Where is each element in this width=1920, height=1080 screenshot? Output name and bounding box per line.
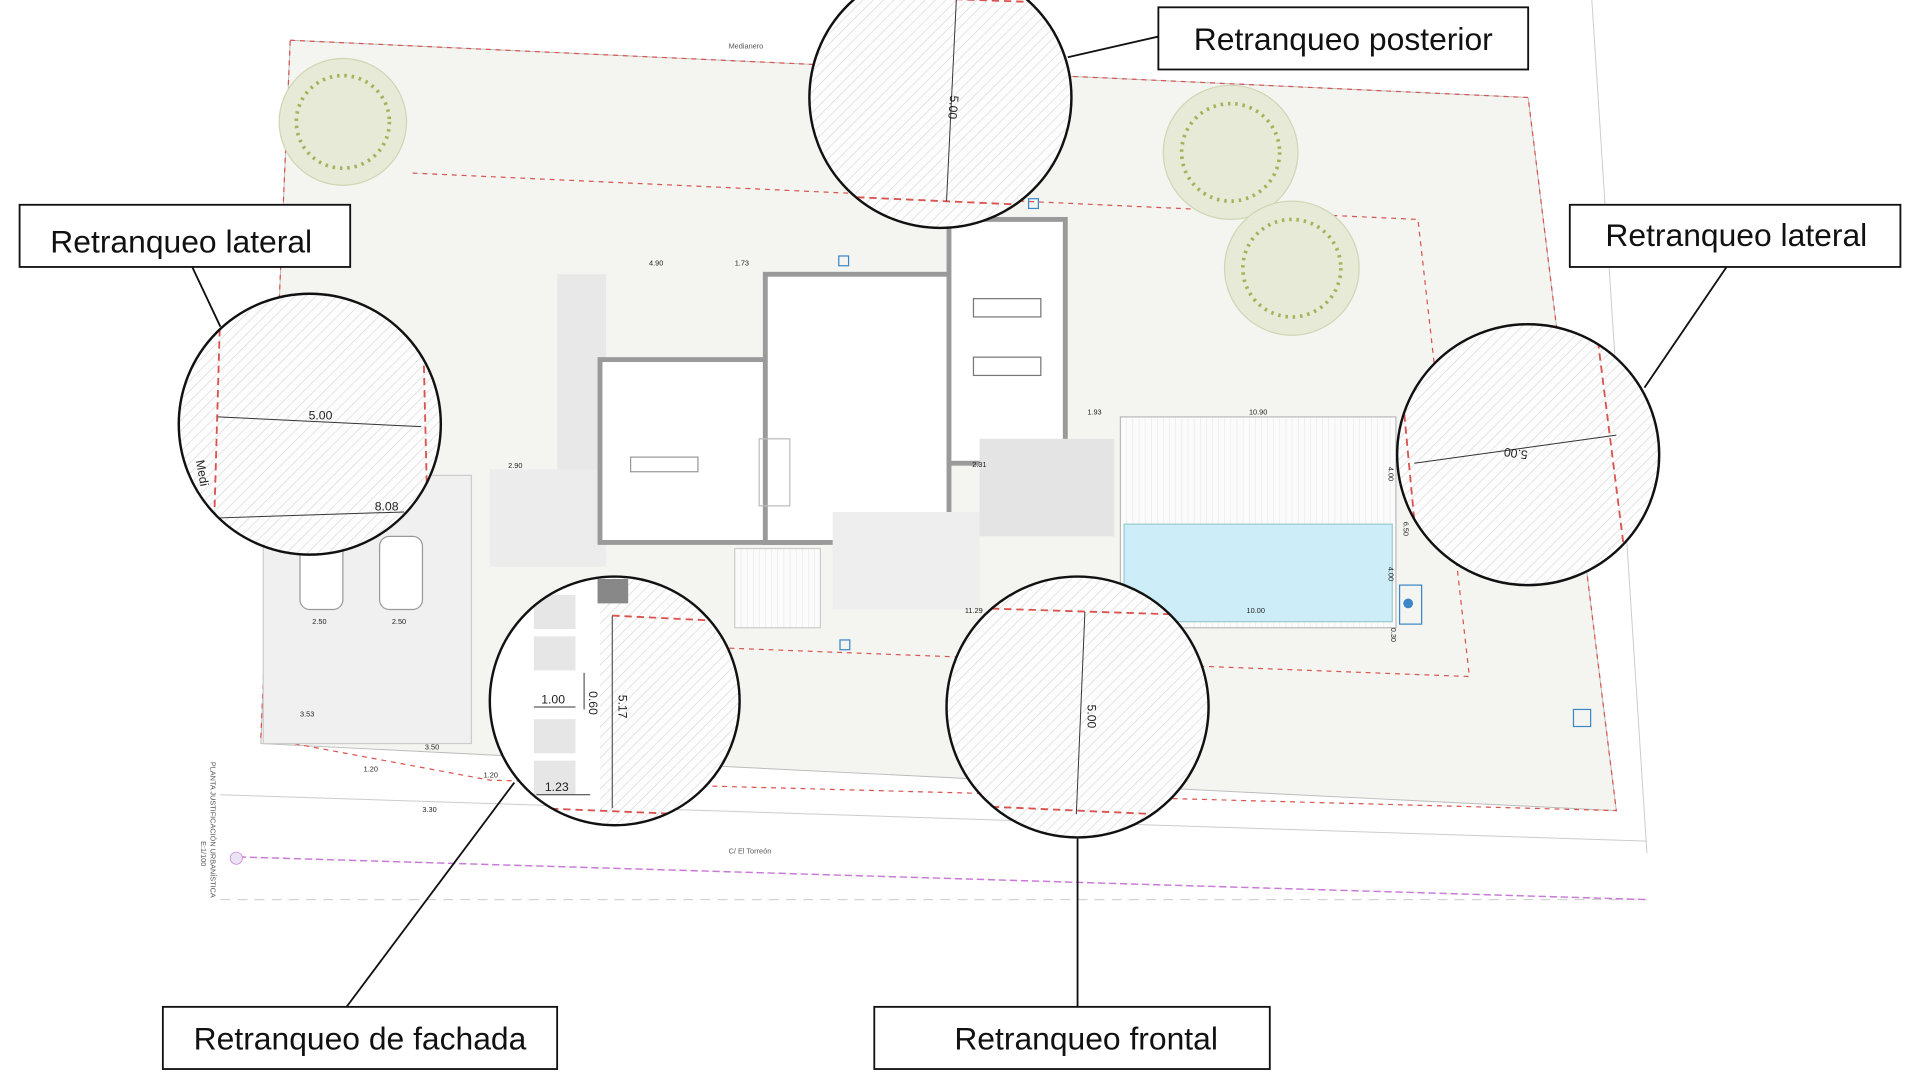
- plot-boundary-dashed: [260, 39, 1618, 812]
- detail-lateral-right: 5.00: [1395, 323, 1661, 587]
- fachada-dim-c: 5.17: [615, 695, 629, 719]
- callout-lateral-left: Retranqueo lateral: [18, 203, 352, 268]
- callout-posterior-label: Retranqueo posterior: [1194, 21, 1493, 57]
- dim-label: 1.93: [1087, 407, 1101, 416]
- street: C/ El Torreón PLANTA JUSTIFICACIÓN URBAN…: [199, 762, 1647, 901]
- dim-label: 3.53: [300, 710, 314, 719]
- dim-label: 4.00: [1387, 467, 1396, 481]
- dim-label: 2.50: [392, 617, 406, 626]
- callout-fachada: Retranqueo de fachada: [161, 1005, 559, 1070]
- fachada-dim-b: 0.60: [586, 691, 600, 715]
- dim-label: 3.30: [422, 805, 436, 814]
- dim-label: 1.73: [735, 259, 749, 268]
- street-label: C/ El Torreón: [729, 846, 772, 855]
- callout-posterior: Retranqueo posterior: [1157, 6, 1530, 71]
- detail-frontal: 5.00: [945, 575, 1210, 839]
- dim-label: 10.00: [1247, 606, 1265, 615]
- callout-lateral-right-label: Retranqueo lateral: [1605, 217, 1867, 253]
- fachada-dim-a: 1.00: [541, 692, 565, 706]
- dim-label: 10.90: [1249, 407, 1267, 416]
- dim-label: 4.90: [649, 259, 663, 268]
- side-label: PLANTA JUSTIFICACIÓN URBANÍSTICA: [209, 762, 218, 898]
- pool: [1123, 523, 1393, 623]
- dim-label: 0.30: [1389, 628, 1398, 642]
- dim-label: 2.90: [508, 461, 522, 470]
- left-dim: 5.00: [309, 408, 333, 422]
- frontal-dim: 5.00: [1084, 705, 1098, 729]
- callout-lateral-left-label: Retranqueo lateral: [50, 223, 312, 259]
- dim-label: 3.50: [425, 743, 439, 752]
- posterior-dim: 5.00: [945, 95, 961, 120]
- left-extra-dim: 8.08: [375, 500, 399, 514]
- scale-label: E:1/100: [199, 841, 208, 866]
- dim-label: 11.29: [965, 606, 983, 615]
- dim-label: 2.50: [312, 617, 326, 626]
- left-partial-label: Medi: [193, 459, 211, 487]
- house: 4.90 1.73 2.90 2.31 2.50 2.50 3.53 3.50 …: [262, 198, 1592, 814]
- dim-label: 4.00: [1387, 567, 1396, 581]
- right-dim: 5.00: [1503, 445, 1529, 462]
- leader-lines: [191, 35, 1728, 1008]
- fachada-dim-d: 1.23: [545, 780, 569, 794]
- dim-label: 1.20: [364, 765, 378, 774]
- callout-lateral-right: Retranqueo lateral: [1568, 203, 1902, 268]
- dim-label: 6.50: [1401, 522, 1410, 536]
- callout-frontal: Retranqueo frontal: [873, 1005, 1271, 1070]
- tree-icon: [278, 57, 408, 186]
- callout-fachada-label: Retranqueo de fachada: [194, 1021, 527, 1057]
- callout-frontal-label: Retranqueo frontal: [954, 1021, 1218, 1057]
- dim-label: 2.31: [972, 460, 986, 469]
- trees: [278, 57, 1360, 336]
- detail-fachada: 1.00 0.60 5.17 1.23: [488, 575, 741, 827]
- pool-area: 1.93 10.90 10.00 4.00 6.50 4.00 0.30: [1087, 407, 1423, 642]
- dim-label: 1.20: [484, 771, 498, 780]
- top-boundary-label: Medianero: [729, 42, 764, 51]
